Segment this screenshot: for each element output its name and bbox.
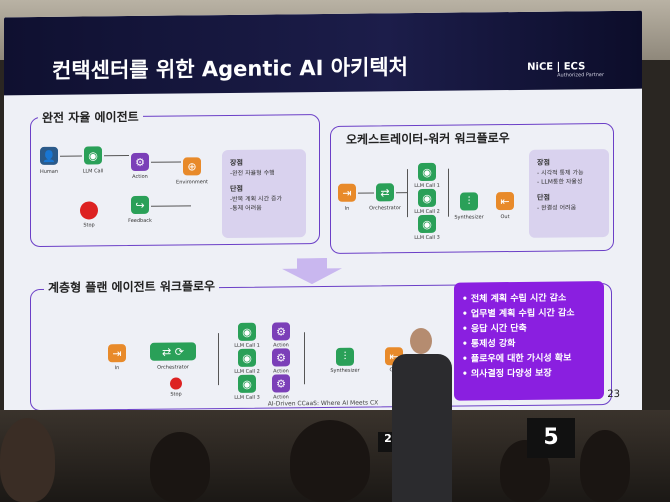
llm-brain-icon: ◉ (84, 146, 102, 165)
action-gear-icon: ⚙ (272, 348, 290, 367)
panel-title: 계층형 플랜 에이전트 워크플로우 (44, 277, 220, 296)
llm-brain-icon: ◉ (238, 374, 256, 393)
audience-head (0, 418, 55, 502)
node-label: LLM Call (82, 168, 104, 175)
stop-icon (170, 377, 182, 390)
llm-brain-icon: ◉ (238, 322, 256, 341)
pros-cons-box: 장점-완전 자율형 수행 단점-반복 계획 시간 증가-통제 어려움 (222, 149, 306, 239)
benefits-box: • 전체 계획 수립 시간 감소• 업무별 계획 수립 시간 감소• 응답 시간… (454, 281, 604, 401)
action-gear-icon: ⚙ (131, 152, 149, 172)
input-icon: ⇥ (108, 344, 126, 363)
environment-globe-icon: ⊕ (183, 157, 201, 176)
audience-head (150, 432, 210, 502)
orchestrator-icon: ⇄ ⟳ (150, 342, 196, 361)
action-gear-icon: ⚙ (272, 374, 290, 393)
human-icon: 👤 (40, 146, 58, 165)
node-label: Environment (176, 179, 208, 186)
llm-brain-icon: ◉ (238, 348, 256, 367)
node-label: Stop (170, 391, 182, 398)
node-label: Orchestrator (157, 364, 189, 371)
node-label: Synthesizer (454, 214, 484, 221)
page-number: 23 (607, 388, 620, 401)
orchestrator-icon: ⇄ (376, 183, 394, 202)
synthesizer-sliders-icon: ⫶ (336, 347, 354, 366)
node-label: LLM Call 3 (414, 234, 440, 242)
synthesizer-sliders-icon: ⫶ (460, 192, 478, 211)
node-label: In (344, 205, 350, 212)
output-icon: ⇤ (496, 191, 514, 211)
table-sign: 5 (527, 418, 575, 458)
llm-brain-icon: ◉ (418, 214, 436, 234)
node-label: Out (500, 214, 510, 221)
llm-brain-icon: ◉ (418, 188, 436, 208)
audience-head (580, 430, 630, 502)
node-label: Action (132, 173, 148, 180)
stop-icon (80, 201, 98, 220)
input-icon: ⇥ (338, 183, 356, 202)
feedback-arrow-icon: ↪ (131, 195, 149, 215)
down-arrow (282, 258, 342, 285)
node-label: Synthesizer (330, 367, 360, 374)
action-gear-icon: ⚙ (272, 322, 290, 341)
node-label: Human (39, 168, 59, 175)
audience-head (290, 420, 370, 502)
llm-brain-icon: ◉ (418, 162, 436, 182)
panel-title: 완전 자율 에이전트 (38, 107, 143, 126)
panel-title: 오케스트레이터-워커 워크플로우 (342, 129, 514, 148)
pros-cons-box: 장점- 시각적 통제 가능- LLM통한 자율성 단점- 완결성 어려움 (529, 149, 609, 238)
slide-title: 컨택센터를 위한 Agentic AI 아키텍처 (52, 55, 408, 83)
node-label: Stop (83, 222, 95, 229)
speaker (392, 328, 452, 502)
node-label: Feedback (128, 217, 152, 225)
node-label: Orchestrator (369, 205, 401, 212)
node-label: In (114, 365, 120, 372)
